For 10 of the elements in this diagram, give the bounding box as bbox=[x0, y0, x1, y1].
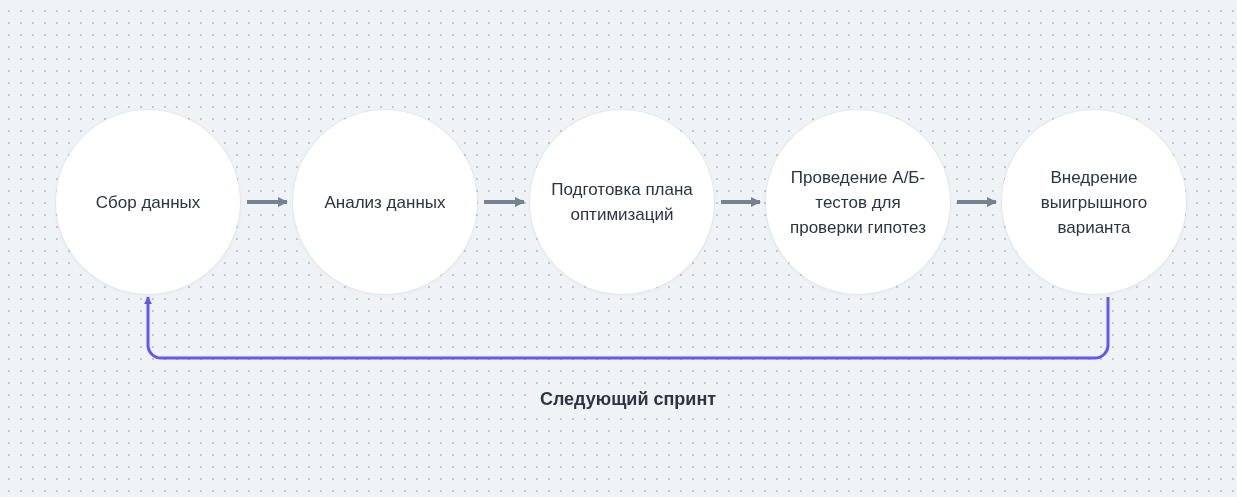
arrow bbox=[957, 196, 998, 208]
arrow bbox=[721, 196, 762, 208]
node-label: Сбор данных bbox=[94, 191, 202, 214]
node-label: Подготовка плана оптимизаций bbox=[550, 179, 694, 226]
arrow bbox=[247, 196, 289, 208]
arrow bbox=[484, 196, 526, 208]
node-label: Проведение А/Б-тестов для проверки гипотез bbox=[789, 166, 927, 239]
node-label: Внедрение выигрышного варианта bbox=[1039, 166, 1149, 239]
node-label: Анализ данных bbox=[323, 191, 447, 214]
loop-arrow bbox=[144, 296, 1110, 360]
